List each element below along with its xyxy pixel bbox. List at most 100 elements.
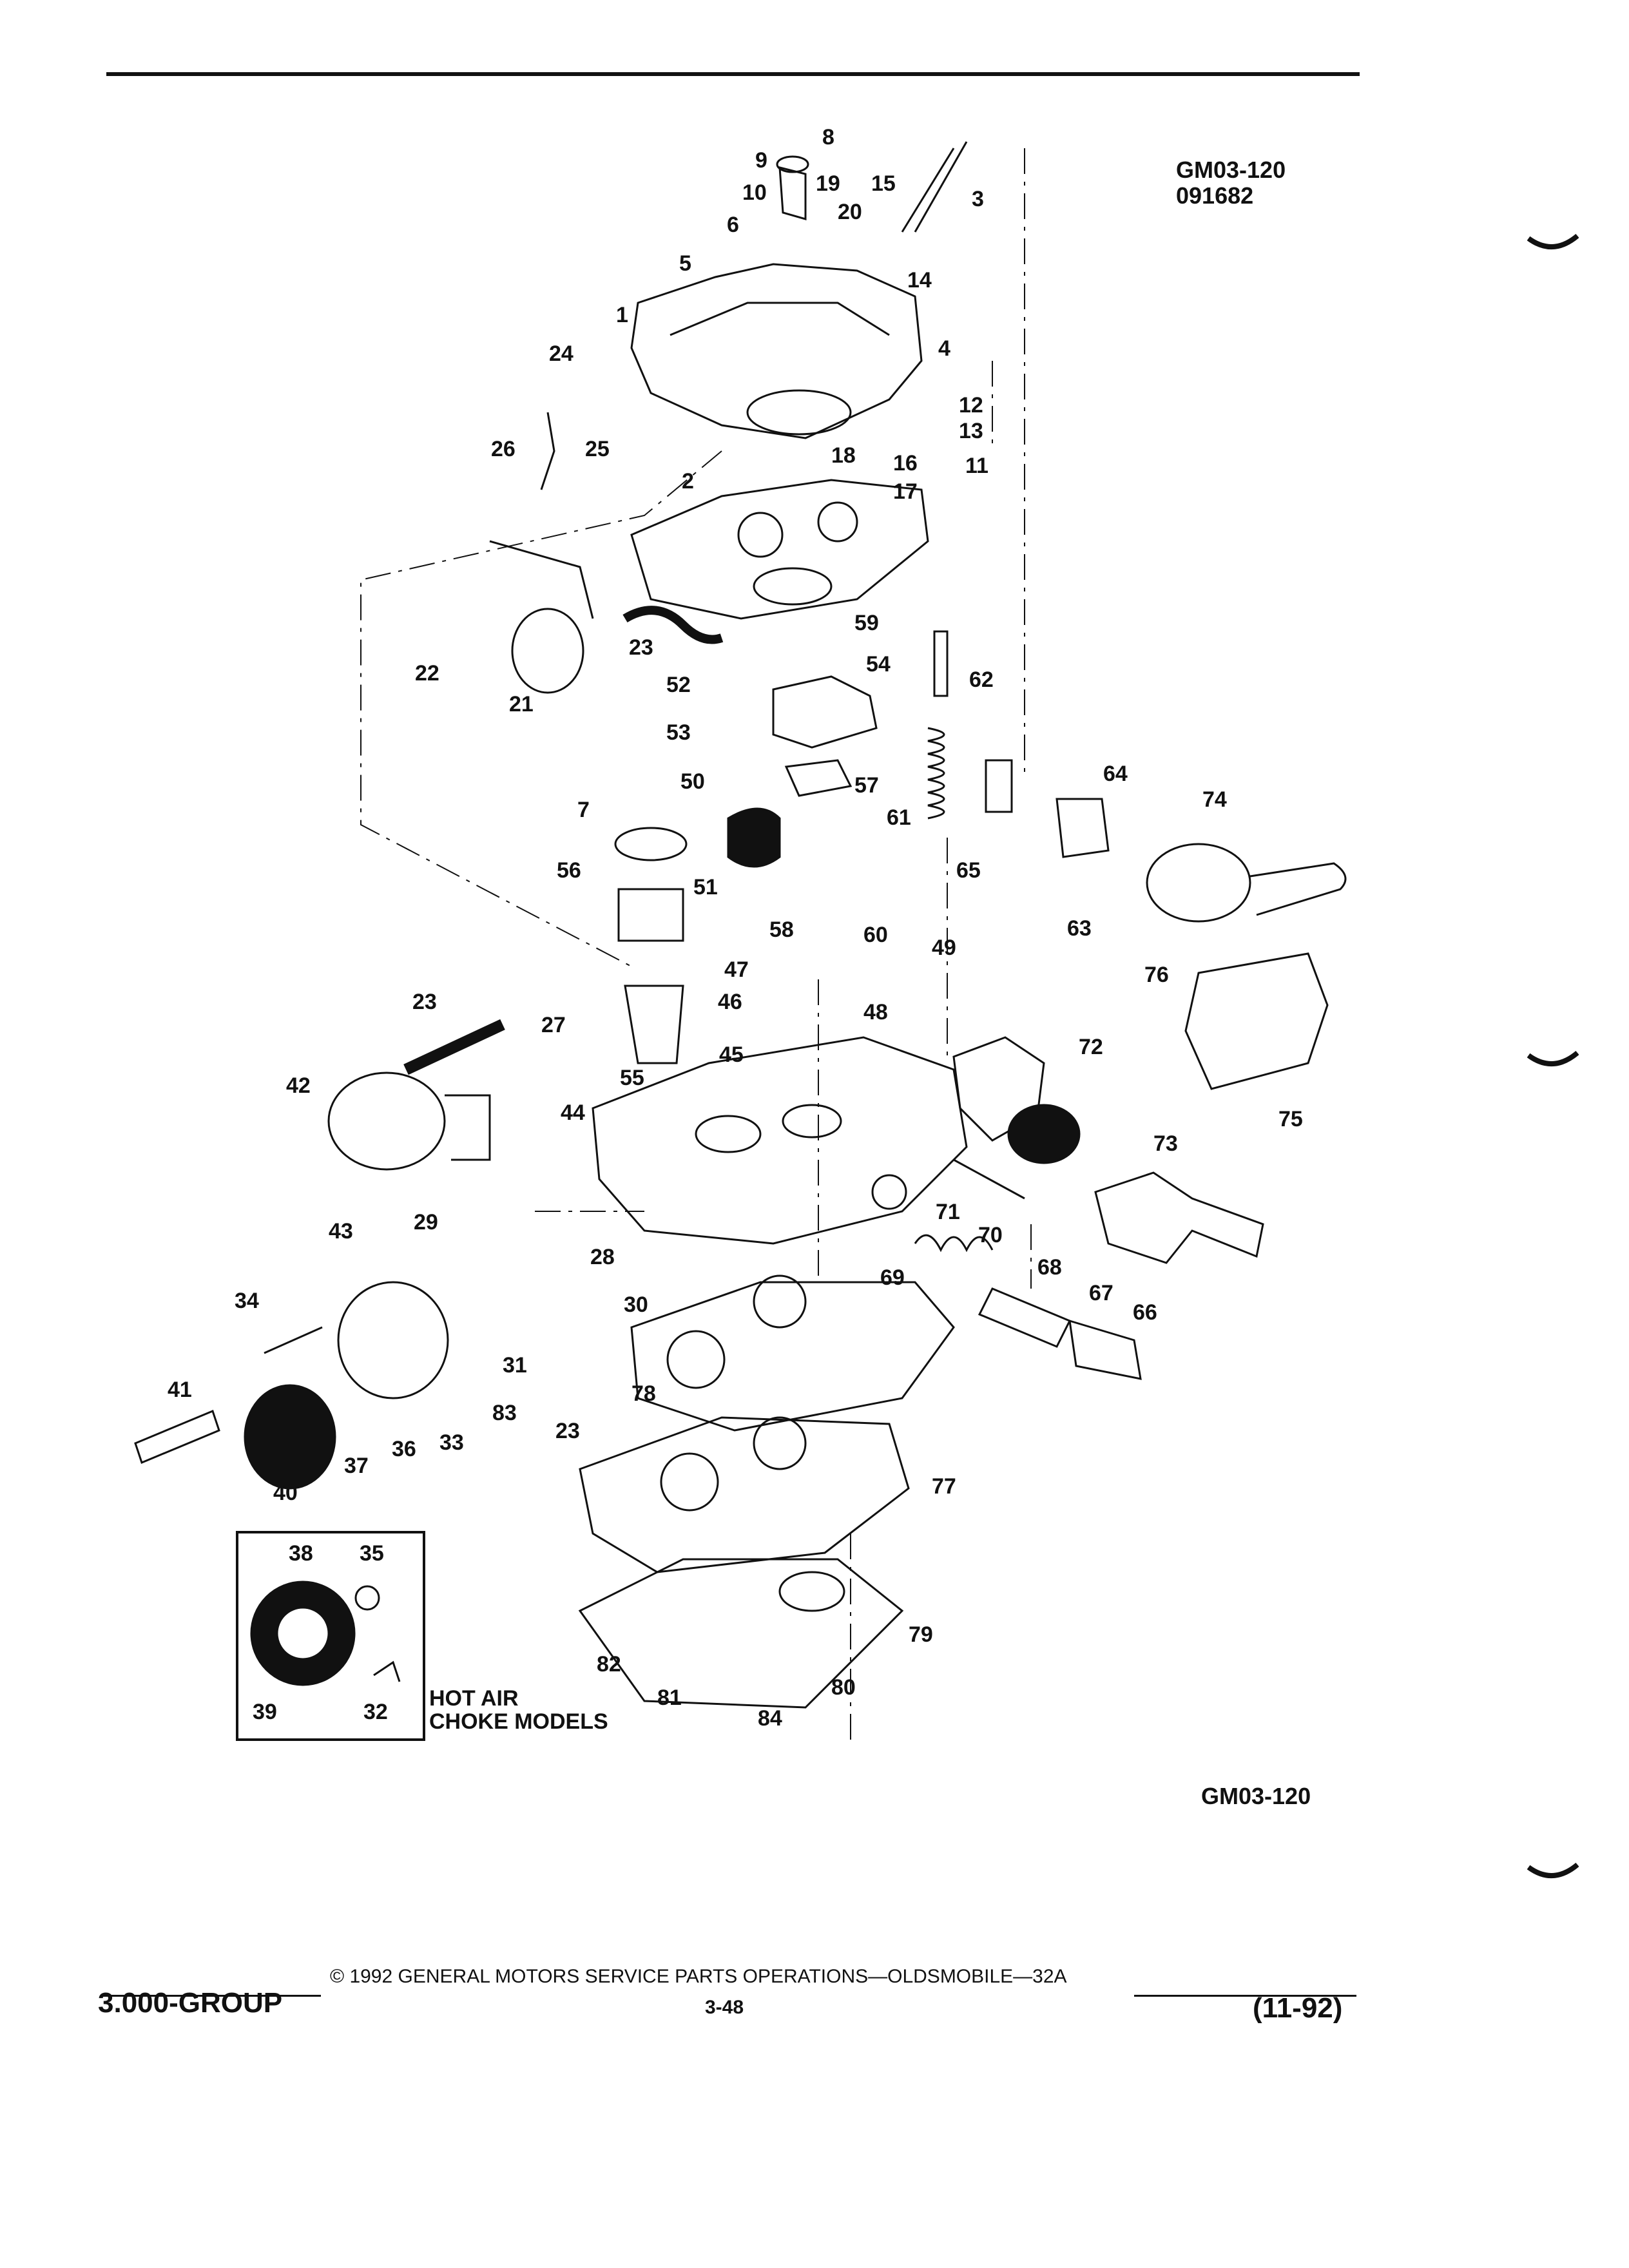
callout-68: 68 — [1037, 1255, 1062, 1280]
callout-35: 35 — [360, 1541, 384, 1566]
callout-79: 79 — [909, 1622, 933, 1647]
callout-77: 77 — [932, 1474, 956, 1499]
callout-47: 47 — [724, 957, 749, 982]
callout-58: 58 — [769, 918, 794, 942]
callout-81: 81 — [657, 1686, 682, 1710]
callout-73: 73 — [1153, 1131, 1178, 1156]
callout-36: 36 — [392, 1437, 416, 1461]
figure-date-code: 091682 — [1176, 182, 1254, 209]
callout-41: 41 — [168, 1378, 192, 1402]
callout-66: 66 — [1133, 1300, 1157, 1325]
callout-11: 11 — [965, 454, 988, 478]
callout-25: 25 — [585, 437, 610, 461]
callout-7: 7 — [577, 798, 590, 822]
callout-15: 15 — [871, 171, 896, 196]
callout-18: 18 — [831, 443, 856, 468]
callout-21: 21 — [509, 692, 534, 716]
callout-9: 9 — [755, 148, 767, 173]
revision-date: (11-92) — [1253, 1992, 1343, 2024]
footer-rule-left — [103, 1995, 321, 1997]
callout-42: 42 — [286, 1073, 311, 1098]
scan-mark-3 — [1527, 1862, 1579, 1878]
callout-48: 48 — [863, 1000, 888, 1024]
callout-61: 61 — [887, 805, 911, 830]
callout-70: 70 — [978, 1223, 1003, 1247]
callout-5: 5 — [679, 251, 691, 276]
callout-78: 78 — [631, 1381, 656, 1406]
callout-45: 45 — [719, 1043, 744, 1067]
callout-46: 46 — [718, 990, 742, 1014]
callout-60: 60 — [863, 923, 888, 947]
callout-2: 2 — [682, 469, 694, 494]
copyright-line: © 1992 GENERAL MOTORS SERVICE PARTS OPER… — [330, 1966, 1067, 1987]
callout-54: 54 — [866, 652, 891, 677]
callout-76: 76 — [1144, 963, 1169, 987]
callout-71: 71 — [936, 1200, 960, 1224]
callout-14: 14 — [907, 268, 932, 293]
scan-mark-1 — [1527, 233, 1579, 249]
callout-72: 72 — [1079, 1035, 1103, 1059]
callout-62: 62 — [969, 668, 994, 692]
callout-20: 20 — [838, 200, 862, 224]
callout-31: 31 — [503, 1353, 527, 1378]
callout-55: 55 — [620, 1066, 644, 1090]
callout-10: 10 — [742, 180, 767, 205]
callout-33: 33 — [439, 1430, 464, 1455]
scan-mark-2 — [1527, 1050, 1579, 1066]
callout-64: 64 — [1103, 762, 1128, 786]
footer-rule-right — [1134, 1995, 1356, 1997]
callout-52: 52 — [666, 673, 691, 697]
callout-56: 56 — [557, 858, 581, 883]
callout-75: 75 — [1278, 1107, 1303, 1131]
figure-code-bottom: GM03-120 — [1201, 1783, 1311, 1809]
callout-19: 19 — [816, 171, 840, 196]
callout-23-top: 23 — [629, 635, 653, 660]
callout-84: 84 — [758, 1706, 782, 1731]
callout-23-mid: 23 — [412, 990, 437, 1014]
callout-29: 29 — [414, 1210, 438, 1235]
callout-4: 4 — [938, 336, 950, 361]
callout-80: 80 — [831, 1675, 856, 1700]
callout-37: 37 — [344, 1454, 369, 1478]
callout-30: 30 — [624, 1293, 648, 1317]
inset-caption-line2: CHOKE MODELS — [429, 1709, 608, 1734]
callout-43: 43 — [329, 1219, 353, 1244]
callout-38: 38 — [289, 1541, 313, 1566]
group-label: 3.000-GROUP — [98, 1987, 283, 2019]
callout-12: 12 — [959, 393, 983, 418]
top-rule — [106, 72, 1360, 76]
callout-63: 63 — [1067, 916, 1092, 941]
inset-caption-line1: HOT AIR — [429, 1686, 519, 1711]
callout-49: 49 — [932, 936, 956, 960]
callout-3: 3 — [972, 187, 984, 211]
callout-24: 24 — [549, 341, 574, 366]
callout-40: 40 — [273, 1481, 298, 1505]
callout-82: 82 — [597, 1652, 621, 1677]
callout-44: 44 — [561, 1100, 585, 1125]
callout-69: 69 — [880, 1265, 905, 1290]
page-number: 3-48 — [705, 1997, 744, 2018]
figure-code: GM03-120 — [1176, 157, 1286, 183]
callout-6: 6 — [727, 213, 739, 237]
callout-53: 53 — [666, 720, 691, 745]
callout-8: 8 — [822, 125, 834, 149]
callout-22: 22 — [415, 661, 439, 686]
callout-26: 26 — [491, 437, 516, 461]
callout-57: 57 — [854, 773, 879, 798]
callout-50: 50 — [680, 769, 705, 794]
callout-39: 39 — [253, 1700, 277, 1724]
callout-74: 74 — [1202, 787, 1227, 812]
callout-59: 59 — [854, 611, 879, 635]
callout-28: 28 — [590, 1245, 615, 1269]
callout-16: 16 — [893, 451, 918, 476]
callout-51: 51 — [693, 875, 718, 899]
callout-67: 67 — [1089, 1281, 1113, 1305]
callout-83: 83 — [492, 1401, 517, 1425]
callout-13: 13 — [959, 419, 983, 443]
callout-1: 1 — [616, 303, 628, 327]
callout-17: 17 — [893, 479, 918, 504]
callout-27: 27 — [541, 1013, 566, 1037]
callout-65: 65 — [956, 858, 981, 883]
